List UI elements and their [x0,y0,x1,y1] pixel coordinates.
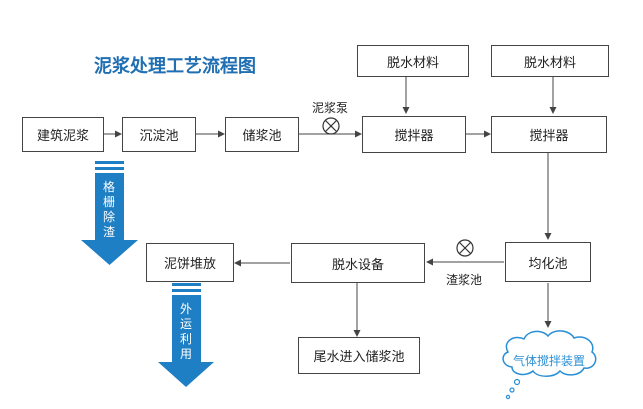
external-use-arrow-icon [158,283,214,387]
slag-valve-icon [456,239,474,257]
node-tuoshui-shebei: 脱水设备 [291,243,425,283]
node-tuoshui-cailiao-2: 脱水材料 [491,45,609,77]
slag-pool-label: 渣浆池 [446,273,483,287]
gas-device-label: 气体搅拌装置 [512,354,585,368]
node-weishui: 尾水进入储浆池 [298,337,420,374]
diagram-title: 泥浆处理工艺流程图 [94,56,256,77]
gas-cloud-icon [502,330,597,400]
pump-valve-icon [322,117,340,135]
node-chujiang-chi: 储浆池 [225,117,299,152]
node-jiaoban-qi-1: 搅拌器 [362,116,466,153]
node-tuoshui-cailiao-1: 脱水材料 [357,45,469,77]
screen-slag-label: 格栅除渣 [102,180,115,239]
screen-slag-arrow-icon [81,161,138,265]
pump-label: 泥浆泵 [312,101,349,115]
node-junhua-chi: 均化池 [505,242,591,282]
node-nibing-duifang: 泥饼堆放 [146,243,234,282]
node-jianzhu-nijiang: 建筑泥浆 [22,117,104,152]
external-use-label: 外运利用 [179,302,192,361]
node-jiaoban-qi-2: 搅拌器 [491,116,607,153]
node-chendian-chi: 沉淀池 [122,117,196,152]
